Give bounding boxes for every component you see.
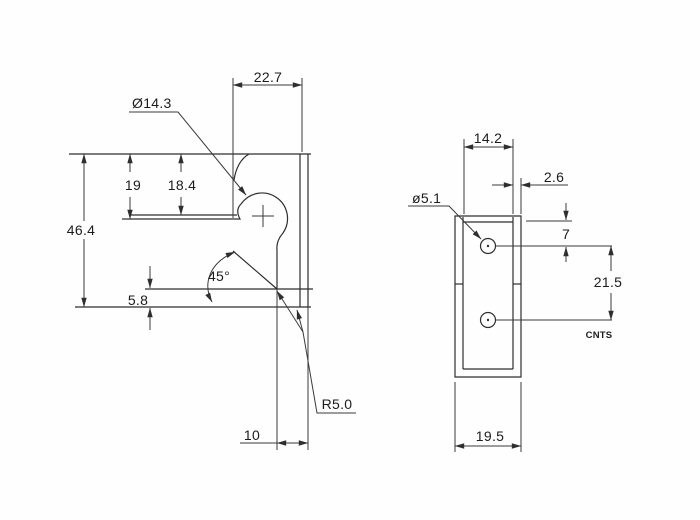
- dim-wall-thickness: 2.6: [492, 169, 568, 214]
- dim-inner-width-label: 14.2: [474, 130, 502, 146]
- dim-overall-height: 46.4: [67, 153, 95, 308]
- dim-hole-dia-label: Ø14.3: [132, 95, 172, 111]
- note-cnts: CNTS: [586, 330, 613, 341]
- dim-bottom-width-label: 10: [244, 427, 260, 443]
- dim-bend-radius-label: R5.0: [322, 396, 353, 412]
- dim-overall-height-label: 46.4: [67, 222, 95, 238]
- dim-hole-spacing: 21.5: [594, 245, 622, 321]
- leader-small-hole-dia: ø5.1: [408, 190, 482, 240]
- dim-slot-depth-left-label: 19: [125, 177, 141, 193]
- lower-hole: [479, 311, 497, 329]
- dim-bottom-offset-label: 5.8: [128, 292, 148, 308]
- dim-outer-width-label: 19.5: [476, 428, 504, 444]
- front-part-outline: [454, 215, 612, 378]
- outer-rect: [454, 215, 522, 378]
- dim-hole-top-offset: 7: [526, 203, 572, 262]
- dim-outer-width: 19.5: [454, 382, 522, 452]
- upper-hole: [479, 237, 497, 255]
- dim-bend-angle: 45°: [205, 251, 236, 303]
- dim-bend-angle-label: 45°: [208, 268, 230, 284]
- leader-bend-radius: R5.0: [276, 290, 356, 414]
- upper-hole-center-dot: [486, 244, 490, 248]
- dim-top-width: 22.7: [232, 69, 303, 218]
- dim-slot-depth-right: 18.4: [168, 153, 196, 216]
- dim-slot-depth-left: 19: [125, 153, 141, 220]
- dim-small-hole-dia-label: ø5.1: [412, 190, 441, 206]
- dim-bottom-offset: 5.8: [128, 266, 153, 330]
- dim-inner-width: 14.2: [463, 130, 514, 214]
- dim-wall-thickness-label: 2.6: [544, 169, 564, 185]
- dim-top-width-label: 22.7: [254, 69, 282, 85]
- lower-hole-center-dot: [486, 318, 490, 322]
- chamfer-45-line: [232, 250, 278, 290]
- leader-hole-dia: Ø14.3: [129, 95, 247, 196]
- dim-hole-top-offset-label: 7: [562, 226, 570, 242]
- front-view: 14.2 2.6 ø5.1 7 21.5 CNTS: [408, 130, 622, 452]
- keyhole-slot: [122, 192, 289, 289]
- dim-bottom-width: 10: [240, 289, 309, 450]
- profile-view: 22.7 Ø14.3 46.4 19 18.4 45°: [67, 69, 356, 450]
- dim-hole-spacing-label: 21.5: [594, 274, 622, 290]
- dim-slot-depth-right-label: 18.4: [168, 177, 196, 193]
- top-bend-arc: [233, 153, 250, 181]
- hole-centermark: [252, 205, 274, 227]
